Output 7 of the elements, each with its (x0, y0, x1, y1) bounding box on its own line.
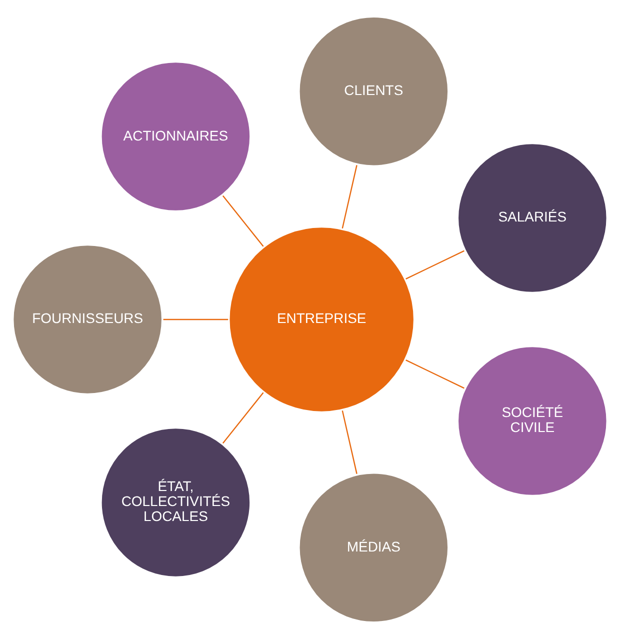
connector (163, 318, 228, 320)
connector (222, 194, 264, 246)
connector (406, 250, 464, 279)
connector (342, 164, 358, 228)
connector (406, 359, 464, 388)
connector (222, 392, 264, 444)
connector (342, 410, 358, 474)
